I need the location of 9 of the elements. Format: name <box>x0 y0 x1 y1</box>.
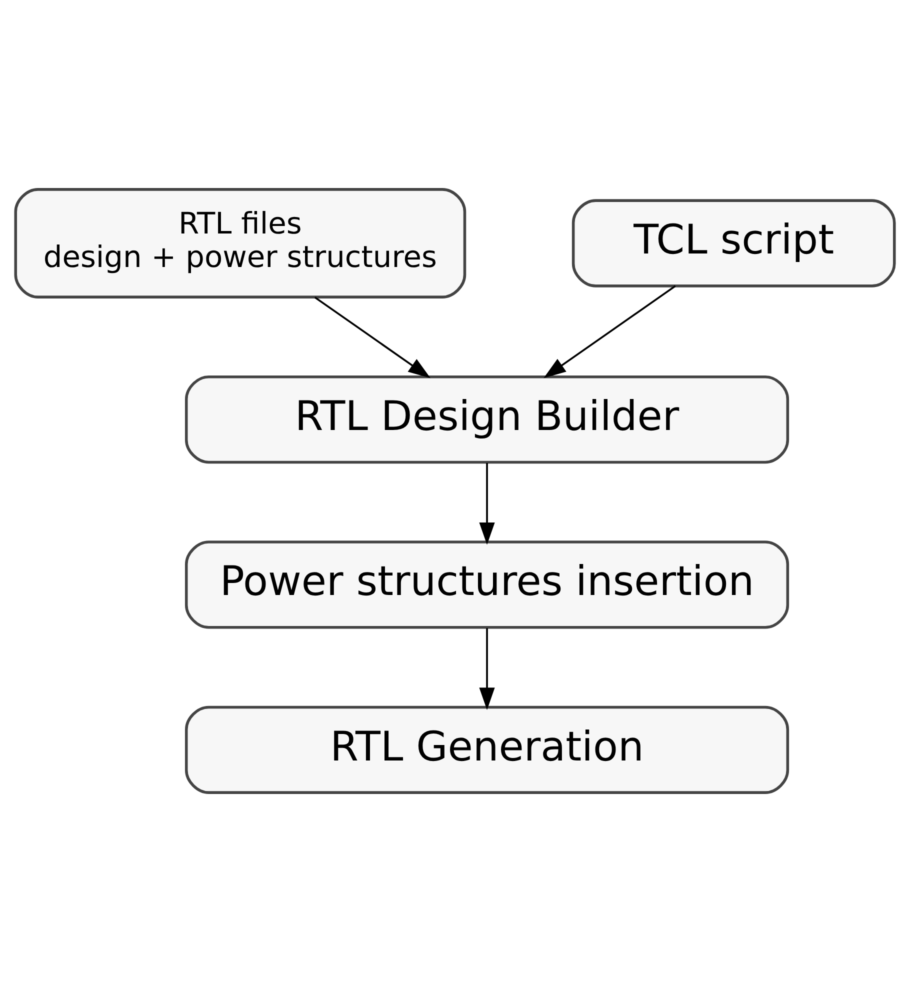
node-box: RTL Generation <box>184 705 790 794</box>
arrow <box>479 628 495 710</box>
node-box: Power structures insertion <box>184 540 790 628</box>
arrow <box>544 284 676 378</box>
arrow <box>314 296 430 378</box>
arrow <box>479 462 495 544</box>
node-box: RTL files design + power structures <box>14 188 466 298</box>
node-box: RTL Design Builder <box>184 374 790 464</box>
node-box: TCL script <box>572 198 896 287</box>
